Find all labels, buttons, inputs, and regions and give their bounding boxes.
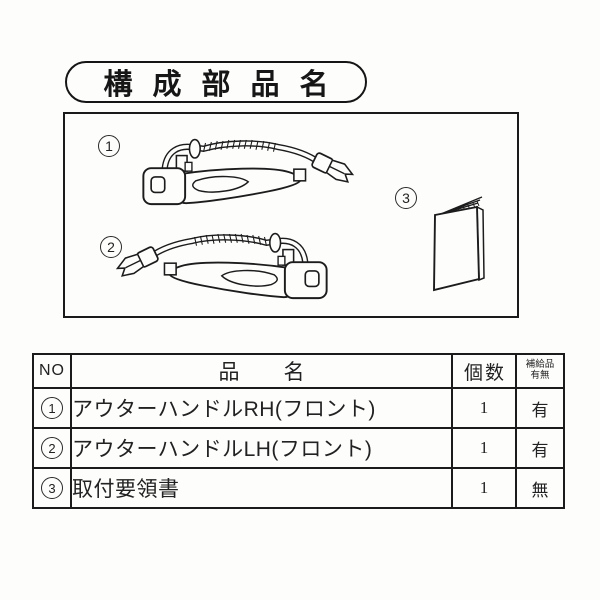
- row1-no-cell: 1: [32, 387, 72, 429]
- grip-end-cap: [293, 168, 307, 182]
- row3-circled-number: 3: [41, 477, 63, 499]
- handle-cable-core: [162, 141, 321, 169]
- header-supply-line2: 有無: [530, 370, 550, 381]
- callout-2-number: 2: [107, 239, 115, 255]
- section-title-oval: 構成部品名: [65, 61, 367, 103]
- table-row: 3 取付要領書 1 無: [32, 467, 565, 509]
- row1-supply: 有: [515, 387, 565, 429]
- header-no: NO: [32, 353, 72, 389]
- row3-supply: 無: [515, 467, 565, 509]
- callout-2: 2: [100, 236, 122, 258]
- bracket-hole: [150, 176, 166, 194]
- cable-grommet: [188, 138, 201, 159]
- callout-3-number: 3: [402, 190, 410, 206]
- header-quantity: 個数: [451, 353, 517, 389]
- table-header-row: NO 品名 個数 補給品 有無: [32, 353, 565, 389]
- bracket-hole: [304, 270, 320, 288]
- cable-end-connector: [311, 152, 355, 183]
- cable-end-connector: [115, 246, 159, 277]
- parts-table: NO 品名 個数 補給品 有無 1 アウターハンドルRH(フロント) 1 有 2: [32, 353, 565, 509]
- callout-1: 1: [98, 135, 120, 157]
- handle-rh-art: [142, 138, 355, 206]
- row2-supply: 有: [515, 427, 565, 469]
- callout-3: 3: [395, 187, 417, 209]
- row1-quantity: 1: [451, 387, 517, 429]
- handle-cable-core: [149, 235, 308, 263]
- grip-inner-detail: [220, 269, 278, 287]
- row1-part-name: アウターハンドルRH(フロント): [70, 387, 453, 429]
- outer-handle-lh-drawing: [115, 232, 328, 300]
- row2-quantity: 1: [451, 427, 517, 469]
- booklet-art: [433, 196, 485, 292]
- parts-illustration-box: 1 2 3: [63, 112, 519, 318]
- cable-wrap-hatching: [203, 139, 276, 152]
- bracket-post-step: [277, 255, 286, 266]
- row2-circled-number: 2: [41, 437, 63, 459]
- row3-part-name: 取付要領書: [70, 467, 453, 509]
- handle-lh-art: [115, 232, 328, 300]
- grip-inner-detail: [192, 175, 250, 193]
- installation-manual-drawing: [433, 196, 485, 292]
- row2-no-cell: 2: [32, 427, 72, 469]
- row2-part-name: アウターハンドルLH(フロント): [70, 427, 453, 469]
- header-supply-line1: 補給品: [525, 359, 555, 371]
- grip-end-cap: [163, 262, 177, 276]
- cable-wrap-hatching: [194, 233, 267, 246]
- row1-circled-number: 1: [41, 397, 63, 419]
- row3-quantity: 1: [451, 467, 517, 509]
- callout-1-number: 1: [105, 138, 113, 154]
- booklet-front-cover: [433, 205, 480, 292]
- table-row: 2 アウターハンドルLH(フロント) 1 有: [32, 427, 565, 469]
- cable-grommet: [269, 232, 282, 253]
- header-part-name: 品名: [70, 353, 453, 389]
- page-title: 構成部品名: [103, 69, 349, 101]
- outer-handle-rh-drawing: [142, 138, 355, 206]
- table-row: 1 アウターハンドルRH(フロント) 1 有: [32, 387, 565, 429]
- header-supply-availability: 補給品 有無: [515, 353, 565, 389]
- row3-no-cell: 3: [32, 467, 72, 509]
- bracket-post-step: [184, 161, 193, 172]
